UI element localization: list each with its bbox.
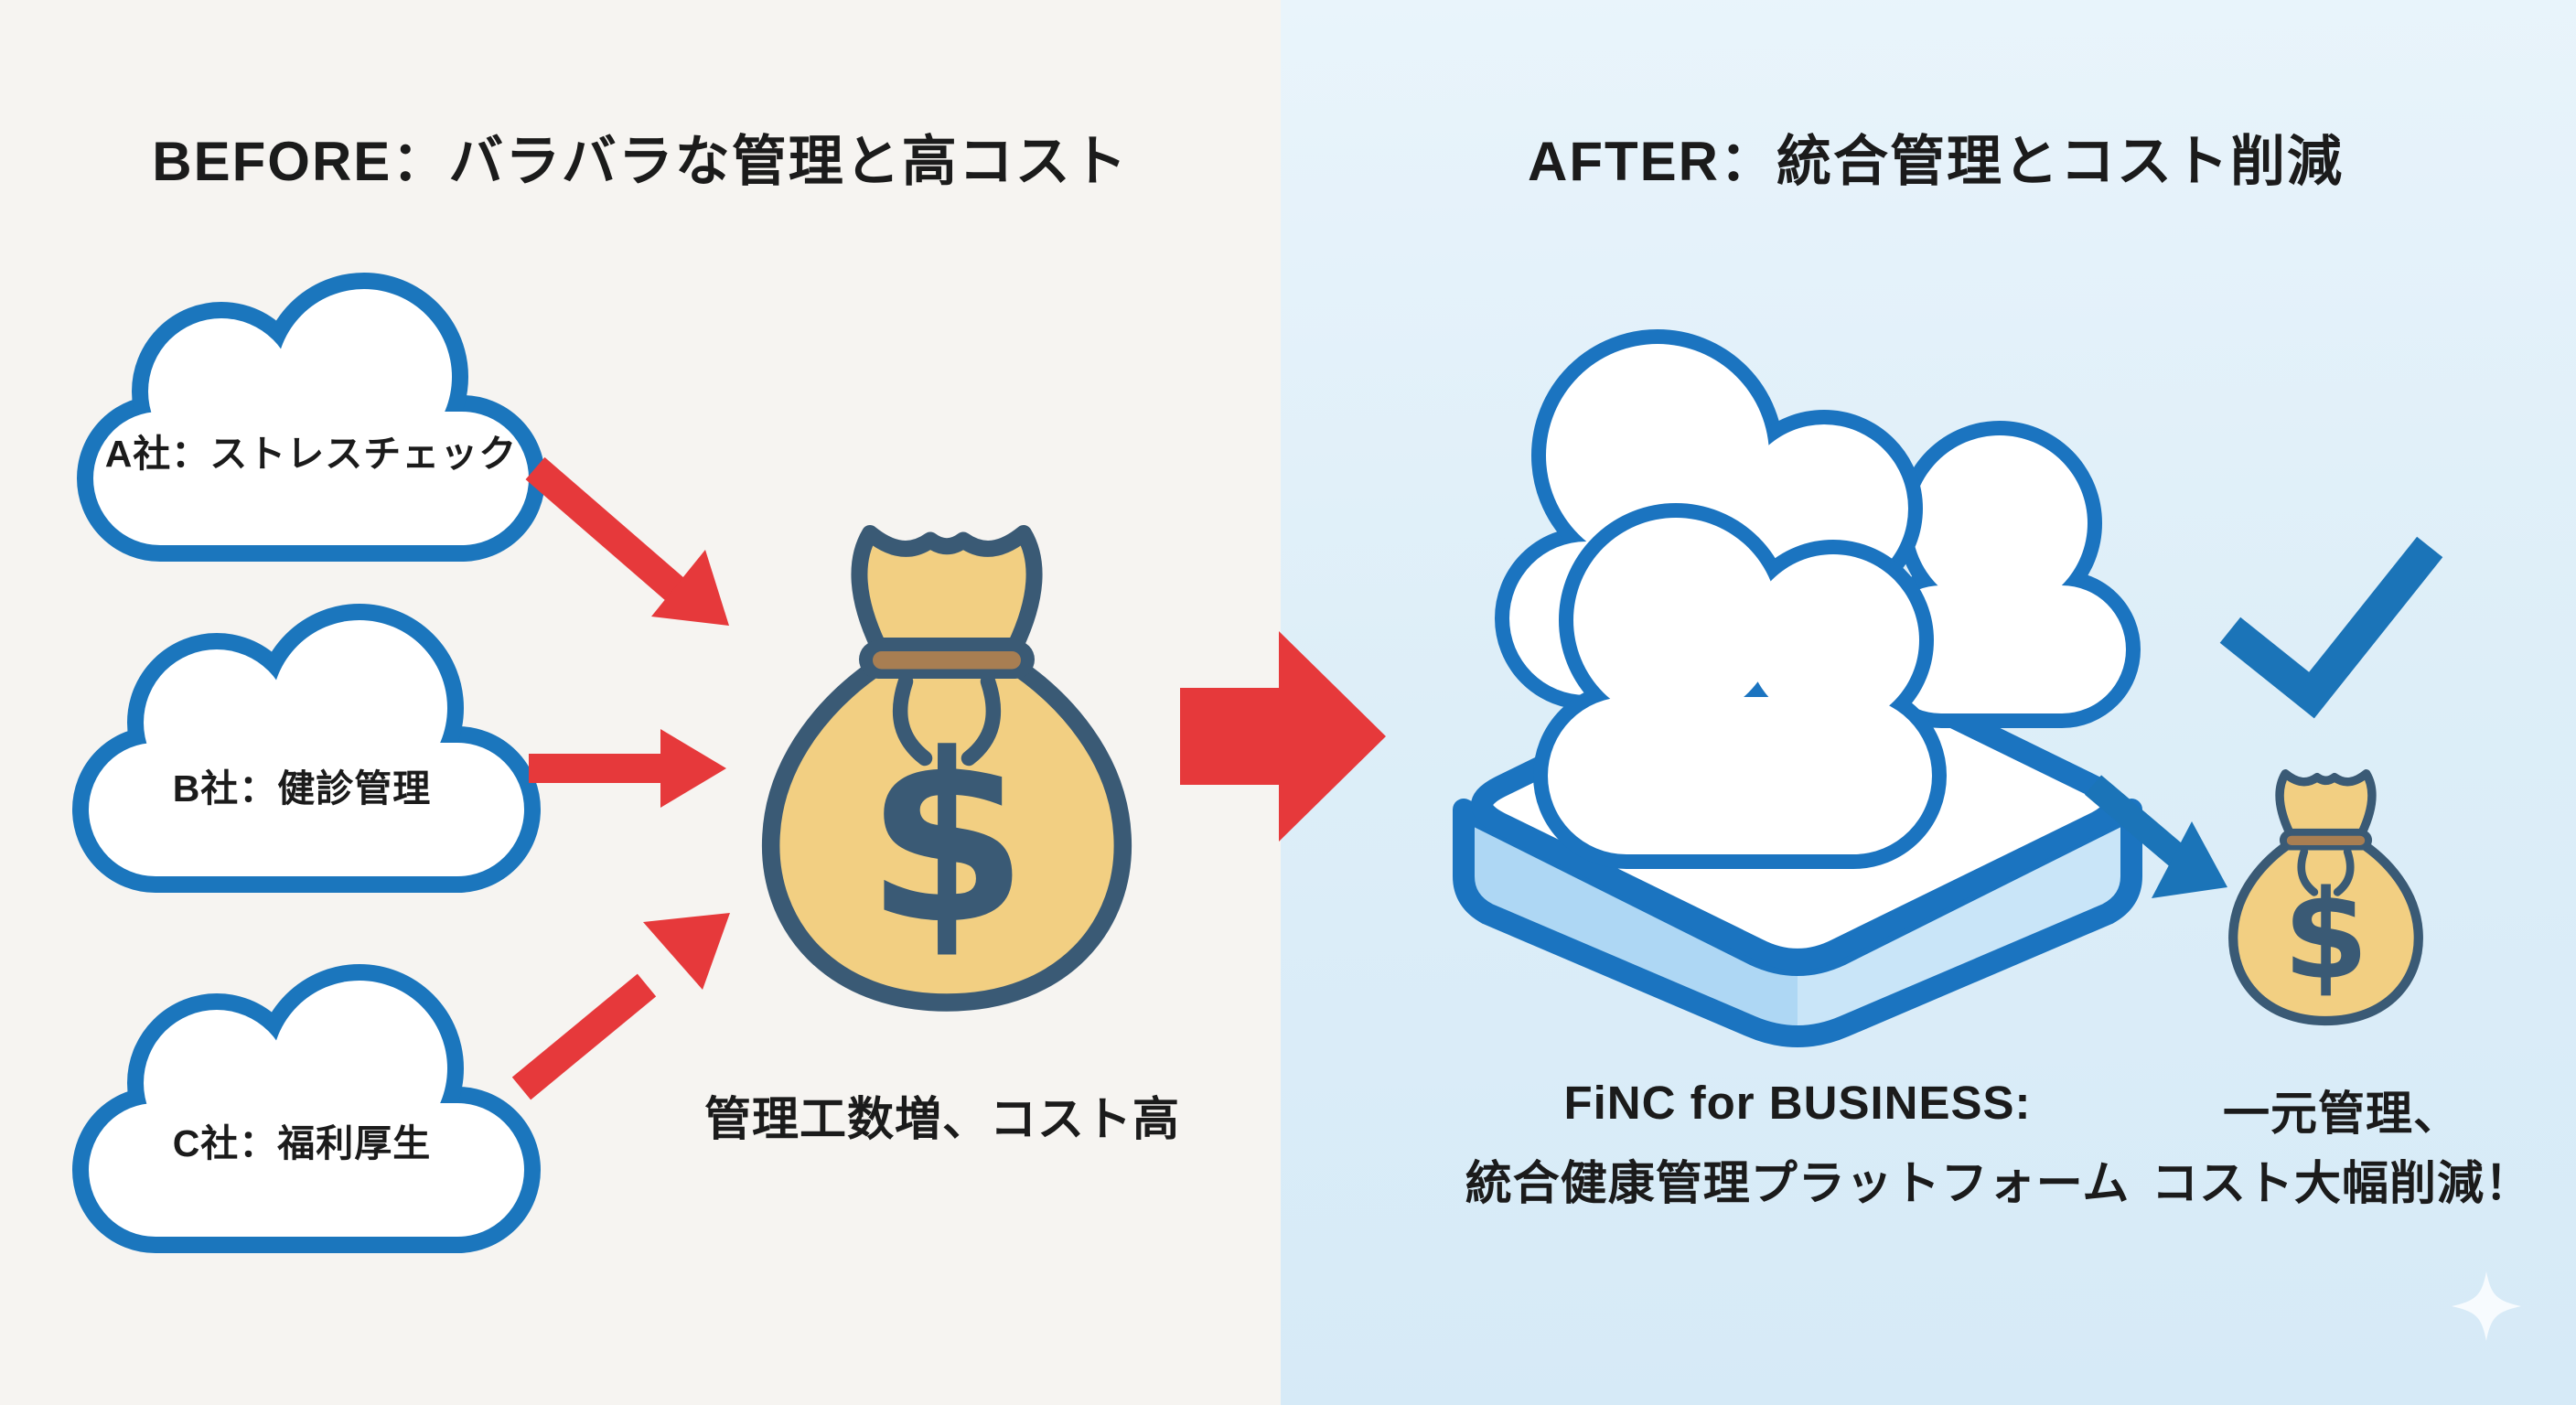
platform-cloud-front-icon xyxy=(1548,518,1932,854)
sparkle-icon xyxy=(2452,1271,2521,1341)
after-result-line2: コスト大幅削減！ xyxy=(2151,1157,2532,1209)
cloud-c-label: C社：福利厚生 xyxy=(172,1122,432,1164)
red-arrow-c-icon xyxy=(511,913,730,1100)
before-after-arrow-icon xyxy=(1180,631,1386,842)
dollar-sign: $ xyxy=(865,704,1027,976)
after-caption-line2: 統合健康管理プラットフォーム xyxy=(1465,1157,2131,1209)
check-icon xyxy=(2219,536,2443,719)
after-result-line1: 一元管理、 xyxy=(2222,1088,2461,1140)
dollar-sign: $ xyxy=(2283,863,2368,1007)
cloud-c-icon xyxy=(89,981,524,1237)
cost-reduction-arrow-icon xyxy=(2084,775,2227,898)
red-arrow-a-icon xyxy=(525,456,729,626)
before-title: BEFORE：バラバラな管理と高コスト xyxy=(152,131,1129,192)
after-title: AFTER：統合管理とコスト削減 xyxy=(1528,131,2344,192)
red-arrow-b-icon xyxy=(529,729,726,808)
cloud-a-icon xyxy=(93,289,529,545)
cloud-b-icon xyxy=(89,620,524,876)
cloud-a-label: A社：ストレスチェック xyxy=(104,433,518,475)
after-caption-line1: FiNC for BUSINESS: xyxy=(1563,1077,2032,1129)
before-caption: 管理工数増、コスト高 xyxy=(703,1093,1180,1145)
money-bag-large-icon: $ xyxy=(771,533,1123,1003)
money-bag-small-icon: $ xyxy=(2233,774,2419,1021)
cloud-b-label: B社：健診管理 xyxy=(172,767,432,810)
